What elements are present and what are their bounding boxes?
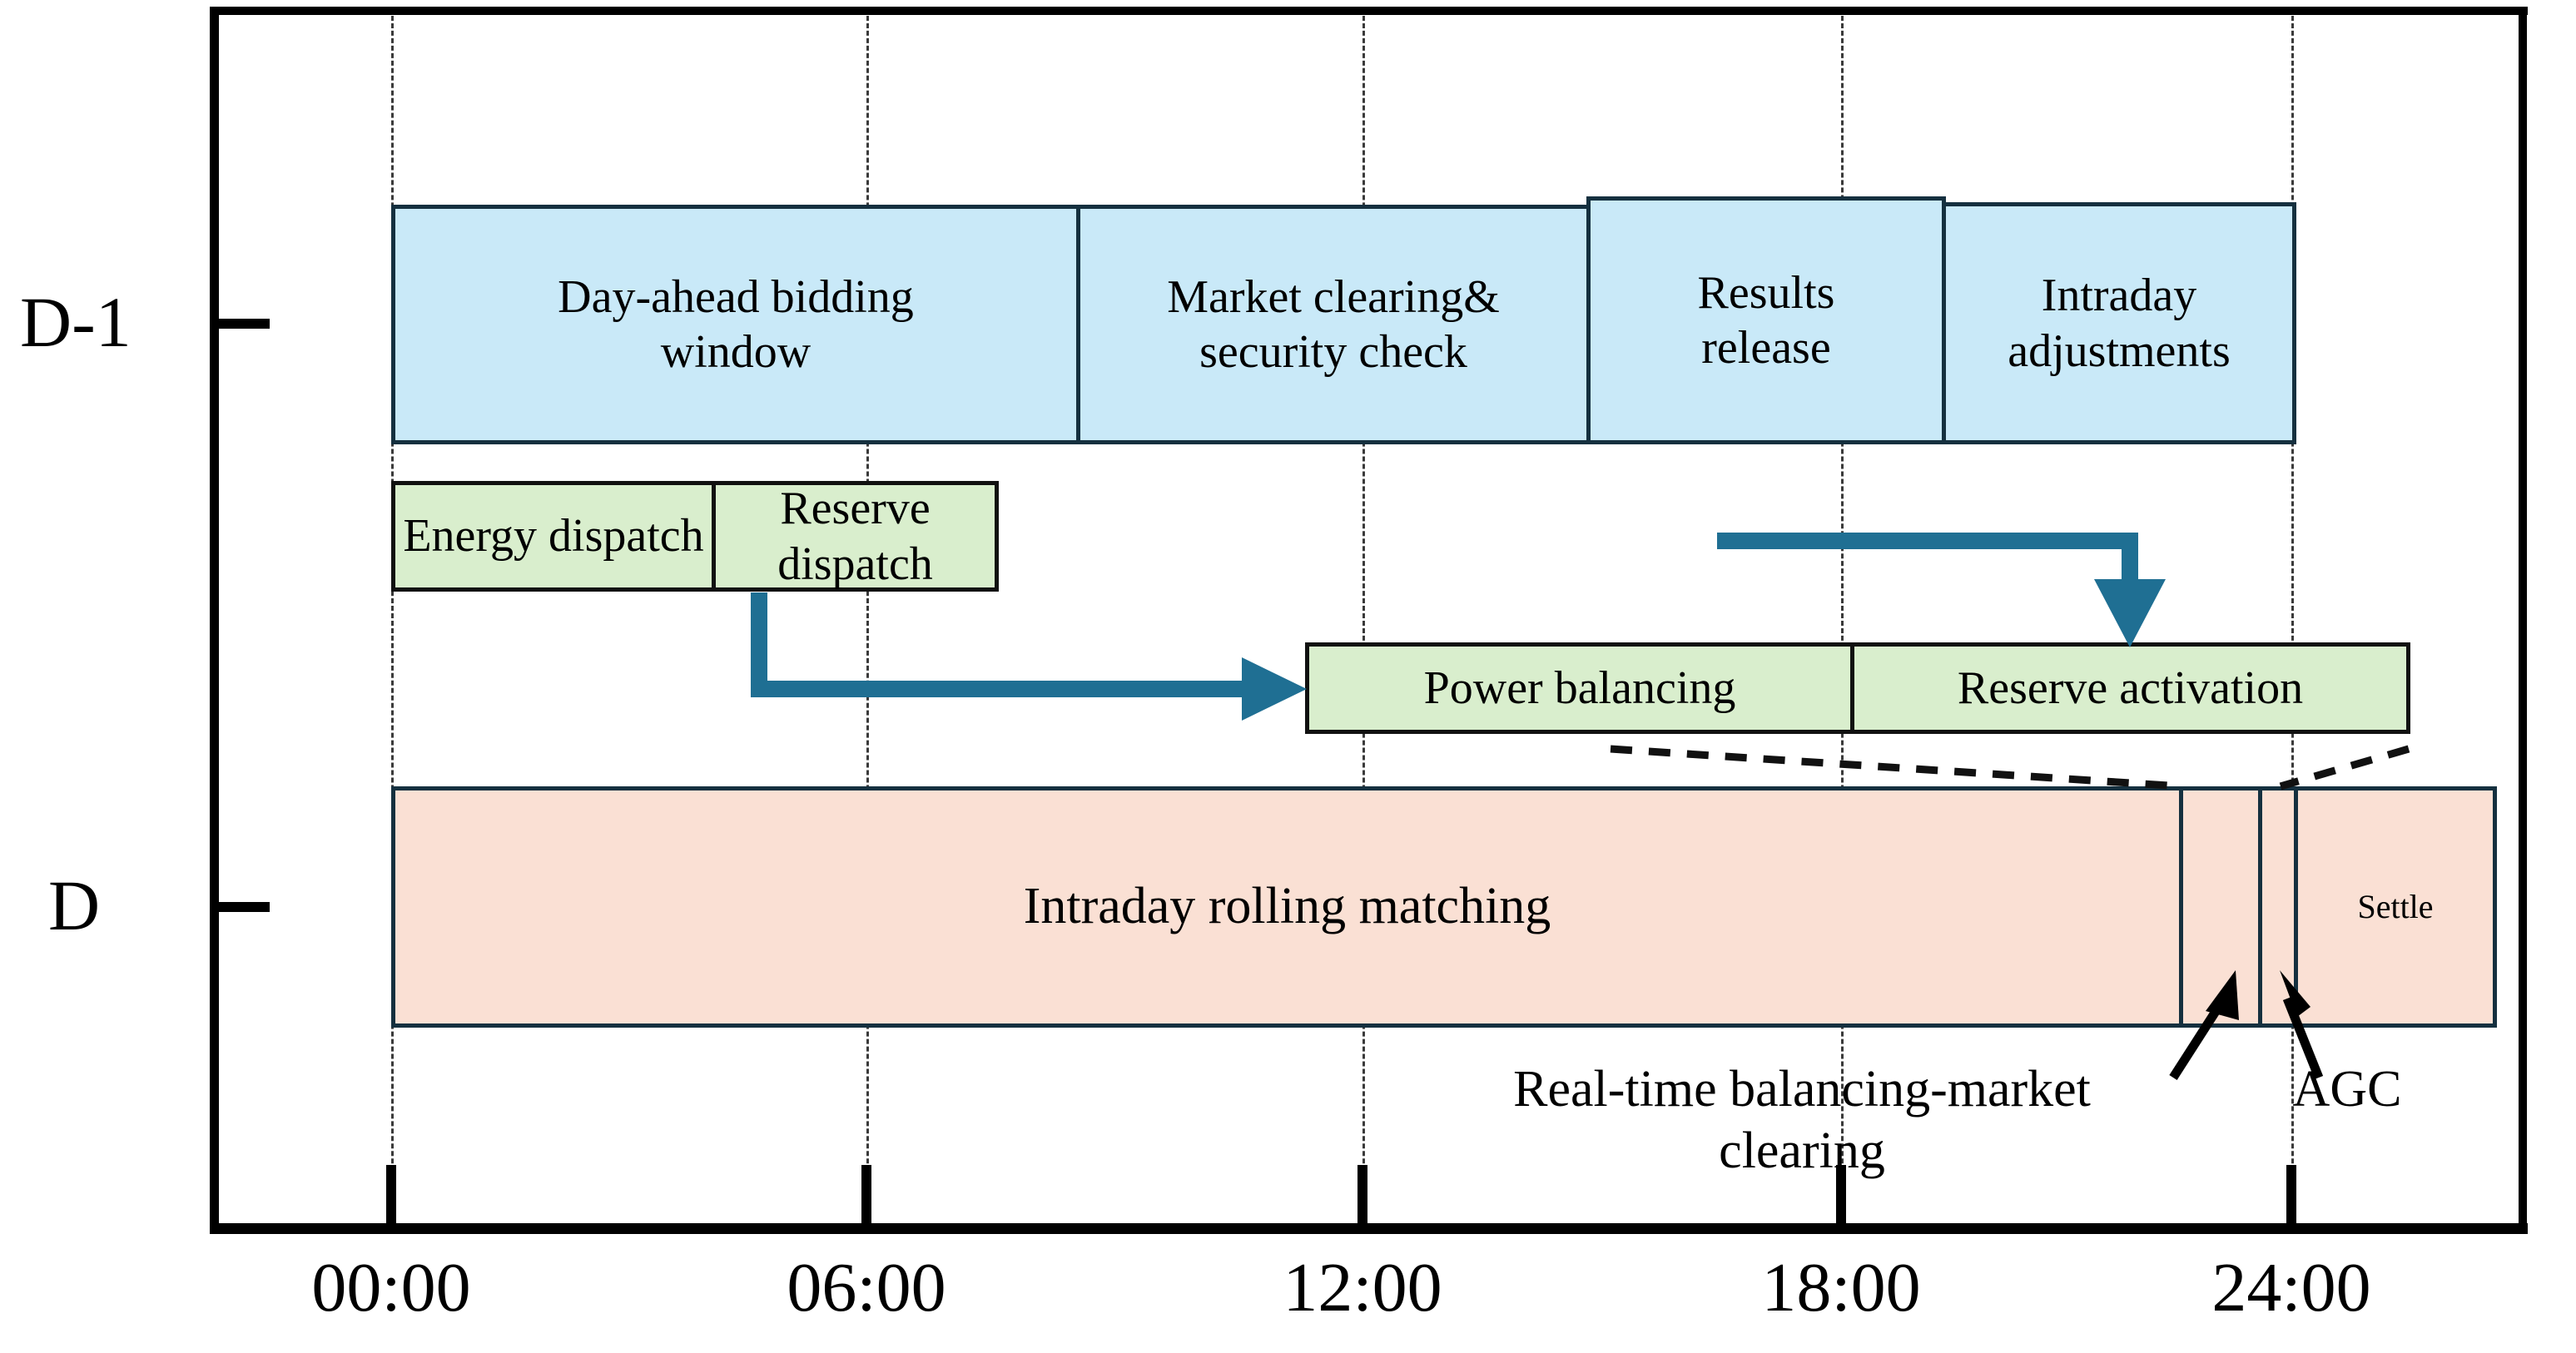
bar-intraday-adjustments[interactable]: Intraday adjustments: [1942, 202, 2296, 444]
x-axis-label-12-00: 12:00: [1283, 1249, 1442, 1326]
plot-frame-right: [2519, 7, 2527, 1232]
y-axis-label-d-minus-1: D-1: [20, 282, 132, 362]
annotation-agc: AGC: [2292, 1061, 2402, 1118]
x-tick-00-00: [386, 1165, 396, 1225]
arrow-reserve-dispatch-to-reserve-activation: [1717, 533, 2166, 647]
x-axis-label-24-00: 24:00: [2211, 1249, 2371, 1326]
leader-reserve-activation-to-agc-slot: [2279, 745, 2410, 790]
y-tick-d-minus-1: [210, 319, 270, 329]
leader-power-balancing-to-slot: [1610, 745, 2181, 790]
x-axis-label-06-00: 06:00: [787, 1249, 946, 1326]
gridline-06-00: [866, 8, 869, 1223]
bar-reserve-dispatch[interactable]: Reserve dispatch: [712, 481, 999, 592]
x-tick-24-00: [2286, 1165, 2296, 1225]
x-axis: [210, 1223, 2528, 1234]
x-axis-label-00-00: 00:00: [311, 1249, 471, 1326]
bar-power-balancing[interactable]: Power balancing: [1305, 642, 1854, 734]
gridline-12-00: [1362, 8, 1365, 1223]
bar-agc-slot[interactable]: [2258, 786, 2298, 1028]
bar-real-time-balancing-slot[interactable]: [2179, 786, 2262, 1028]
x-tick-06-00: [861, 1165, 871, 1225]
bar-day-ahead-bidding-window[interactable]: Day-ahead bidding window: [391, 205, 1080, 444]
y-axis-label-d: D: [48, 865, 101, 945]
y-axis: [210, 7, 219, 1232]
arrow-energy-dispatch-to-power-balancing: [751, 592, 1307, 721]
bar-market-clearing-security-check[interactable]: Market clearing& security check: [1076, 205, 1591, 444]
gridline-00-00: [391, 8, 394, 1223]
annotation-real-time-balancing-market-clearing: Real-time balancing-market clearing: [1513, 1061, 2091, 1180]
x-tick-12-00: [1357, 1165, 1367, 1225]
gridline-24-00: [2291, 8, 2294, 1223]
bar-energy-dispatch[interactable]: Energy dispatch: [391, 481, 716, 592]
bar-intraday-rolling-matching[interactable]: Intraday rolling matching: [391, 786, 2183, 1028]
plot-frame-top: [210, 7, 2528, 15]
x-axis-label-18-00: 18:00: [1761, 1249, 1921, 1326]
bar-settle[interactable]: Settle: [2294, 786, 2497, 1028]
x-tick-18-00: [1836, 1165, 1846, 1225]
bar-reserve-activation[interactable]: Reserve activation: [1850, 642, 2410, 734]
gridline-18-00: [1841, 8, 1844, 1223]
bar-results-release[interactable]: Results release: [1586, 196, 1946, 444]
y-tick-d: [210, 902, 270, 912]
